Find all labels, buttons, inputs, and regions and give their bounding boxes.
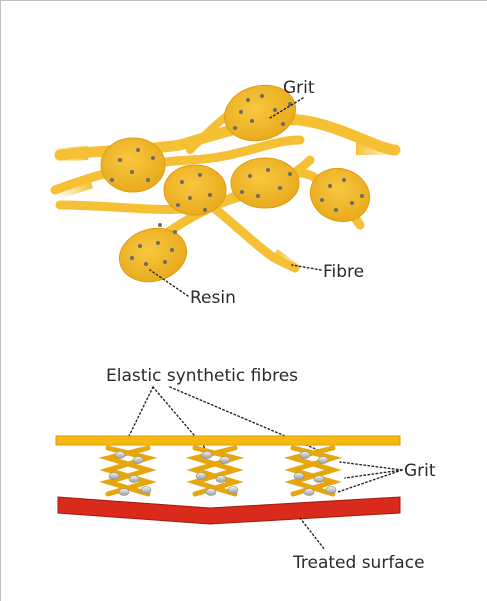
elastic-fibre-column xyxy=(108,448,151,496)
grit-label-bottom: Grit xyxy=(404,461,436,481)
grit-leaders-bottom xyxy=(338,462,402,492)
treated-surface xyxy=(58,497,400,524)
grit-label: Grit xyxy=(283,78,315,98)
treated-surface-leader xyxy=(300,518,325,550)
elastic-fibre-column xyxy=(293,448,336,496)
top-layer-bar xyxy=(56,436,400,445)
fibre-network xyxy=(52,78,396,289)
elastic-fibre-column xyxy=(195,448,238,496)
fibre-end xyxy=(52,146,89,162)
elastic-fibres-label: Elastic synthetic fibres xyxy=(106,366,298,386)
resin-blobs xyxy=(101,78,377,289)
treated-surface-label: Treated surface xyxy=(292,553,425,573)
resin-label: Resin xyxy=(190,288,236,308)
fibre-end xyxy=(356,142,396,155)
fibre-label: Fibre xyxy=(323,262,364,282)
